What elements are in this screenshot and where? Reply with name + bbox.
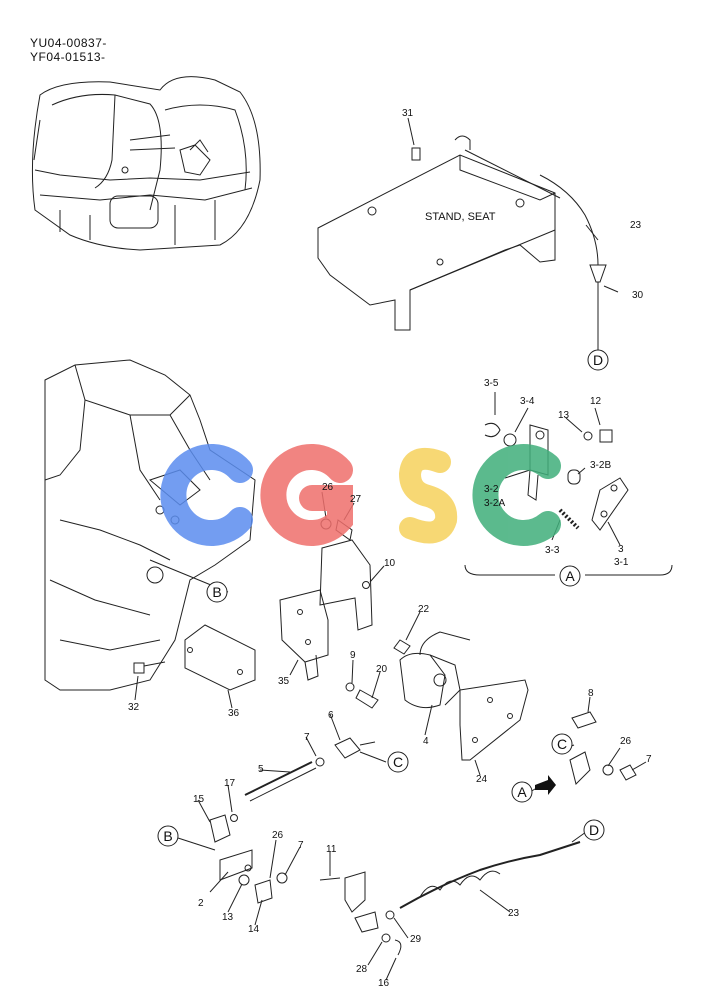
- part-label: 26: [272, 830, 284, 841]
- part-label: 3-4: [520, 396, 535, 407]
- svg-text:B: B: [212, 584, 221, 600]
- part-label: 3-1: [614, 557, 629, 568]
- part-label: 23: [508, 908, 520, 919]
- svg-text:D: D: [589, 822, 599, 838]
- part-label: 10: [384, 558, 396, 569]
- part-label: 6: [328, 710, 334, 721]
- header-code-2: YF04-01513-: [30, 50, 106, 64]
- part-label: 26: [322, 482, 334, 493]
- part-label: 3: [618, 544, 624, 555]
- part-label: 26: [620, 736, 632, 747]
- svg-text:B: B: [163, 828, 172, 844]
- stand-seat-label: STAND, SEAT: [425, 211, 496, 223]
- part-label: 20: [376, 664, 388, 675]
- callout-c-mid: C: [387, 751, 409, 773]
- svg-text:A: A: [517, 784, 527, 800]
- callout-a-arrow: A: [511, 781, 533, 803]
- part-label: 7: [304, 732, 310, 743]
- part-label: 36: [228, 708, 240, 719]
- callout-c-right: C: [551, 733, 573, 755]
- part-label: 5: [258, 764, 264, 775]
- svg-text:D: D: [593, 352, 603, 368]
- linkage-rod-illustration: [209, 737, 376, 904]
- part-label: 29: [410, 934, 422, 945]
- throttle-cable-illustration: [319, 841, 581, 956]
- part-label: 13: [222, 912, 234, 923]
- part-label: 24: [476, 774, 488, 785]
- callout-d-lower: D: [583, 819, 605, 841]
- part-label: 8: [588, 688, 594, 699]
- part-label: 32: [128, 702, 140, 713]
- svg-text:A: A: [565, 568, 575, 584]
- engine-block-illustration: [44, 359, 256, 691]
- part-label: 27: [350, 494, 362, 505]
- part-number-labels: 31 23 30 3-5 3-4 13 12 3-2B 3-2 3-2A 3-3…: [128, 108, 652, 989]
- svg-text:C: C: [557, 736, 567, 752]
- watermark-cgsc: [160, 444, 561, 546]
- part-label: 22: [418, 604, 430, 615]
- leader-lines: [134, 117, 647, 981]
- part-label: 3-2: [484, 484, 499, 495]
- part-label: 3-5: [484, 378, 499, 389]
- part-label: 30: [632, 290, 644, 301]
- part-label: 23: [630, 220, 642, 231]
- part-label: 15: [193, 794, 205, 805]
- part-label: 4: [423, 736, 429, 747]
- part-label: 7: [646, 754, 652, 765]
- part-label: 3-2B: [590, 460, 611, 471]
- part-label: 7: [298, 840, 304, 851]
- svg-text:C: C: [393, 754, 403, 770]
- part-label: 3-3: [545, 545, 560, 556]
- lever-assembly-detail-a: [464, 422, 673, 576]
- part-label: 13: [558, 410, 570, 421]
- header-code-1: YU04-00837-: [30, 36, 107, 50]
- callout-d-top: D: [587, 349, 609, 371]
- part-label: 14: [248, 924, 260, 935]
- part-label: 35: [278, 676, 290, 687]
- view-a-arrow: [535, 775, 556, 795]
- part-label: 9: [350, 650, 356, 661]
- part-label: 11: [326, 844, 337, 855]
- machine-overview-illustration: [31, 76, 261, 251]
- callout-a-detail: A: [559, 565, 581, 587]
- part-label: 12: [590, 396, 602, 407]
- callout-b-engine: B: [206, 581, 228, 603]
- part-label: 3-2A: [484, 498, 505, 509]
- callout-b-lower: B: [157, 825, 179, 847]
- actuator-motor-illustration: [393, 631, 637, 785]
- part-label: 2: [198, 898, 204, 909]
- part-label: 31: [402, 108, 414, 119]
- part-label: 28: [356, 964, 368, 975]
- part-label: 16: [378, 978, 390, 989]
- seat-stand-illustration: [317, 135, 607, 345]
- bracket-assembly-illustration: [133, 518, 379, 709]
- part-label: 17: [224, 778, 236, 789]
